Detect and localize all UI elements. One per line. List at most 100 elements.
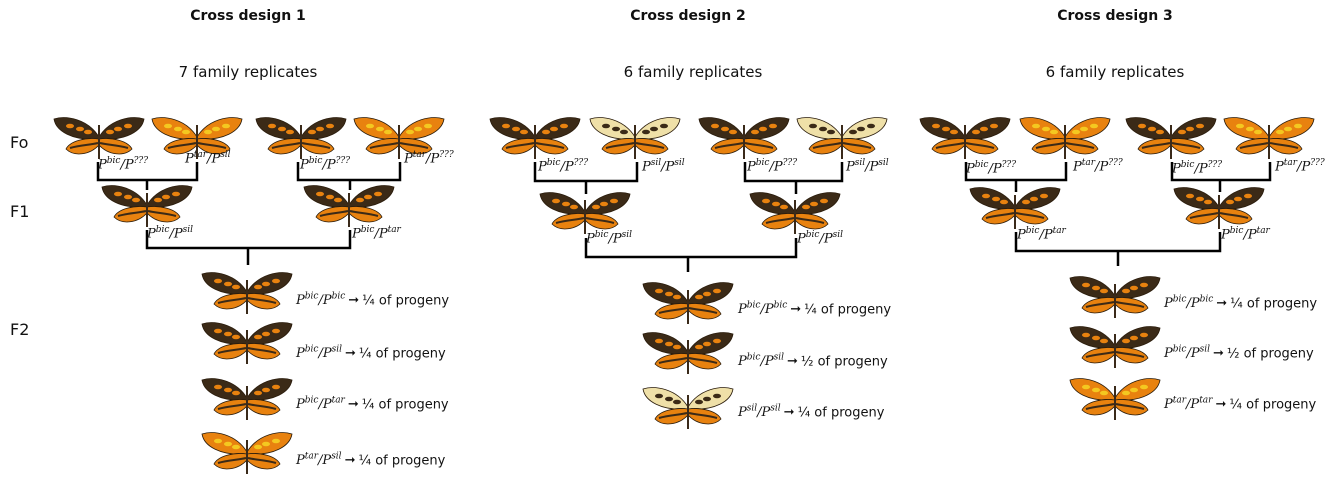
arrow-icon: ➞ xyxy=(348,293,360,309)
butterfly-21-svg xyxy=(1019,117,1111,159)
butterfly-16 xyxy=(748,190,842,240)
design-3-f1-genotype-1: Pbic/Ptar xyxy=(1017,226,1066,243)
design-2-f0-genotype-1: Pbic/P??? xyxy=(538,158,589,175)
butterfly-12 xyxy=(588,115,682,165)
butterfly-14-svg xyxy=(796,117,888,159)
design-3-f0-genotype-3: Pbic/P??? xyxy=(1172,160,1223,177)
butterfly-5 xyxy=(100,183,194,233)
butterfly-6 xyxy=(302,183,396,233)
butterfly-18 xyxy=(641,330,735,380)
butterfly-5-svg xyxy=(101,185,193,227)
butterfly-3-svg xyxy=(255,117,347,159)
design-3-replicates: 6 family replicates xyxy=(1045,63,1185,81)
butterfly-14 xyxy=(795,115,889,165)
design-3-f0-genotype-4: Ptar/P??? xyxy=(1275,158,1325,175)
butterfly-2 xyxy=(150,115,244,165)
butterfly-25-svg xyxy=(1173,187,1265,229)
design-1-f1-genotype-2: Pbic/Ptar xyxy=(352,225,401,242)
butterfly-23-svg xyxy=(1223,117,1315,159)
design-3-f2-ratio-2: Pbic/Psil➞½ of progeny xyxy=(1164,345,1314,362)
design-3-f2-ratio-1: Pbic/Pbic➞¼ of progeny xyxy=(1164,295,1318,312)
design-2-f1-genotype-2: Pbic/Psil xyxy=(797,230,843,247)
butterfly-17-svg xyxy=(642,282,734,324)
butterfly-28 xyxy=(1068,376,1162,426)
butterfly-24 xyxy=(968,185,1062,235)
butterfly-8 xyxy=(200,320,294,370)
butterfly-13-svg xyxy=(698,117,790,159)
butterfly-28-svg xyxy=(1069,378,1161,420)
butterfly-4 xyxy=(352,115,446,165)
butterfly-16-svg xyxy=(749,192,841,234)
design-2-replicates: 6 family replicates xyxy=(623,63,763,81)
design-1-f2-ratio-3: Pbic/Ptar➞¼ of progeny xyxy=(296,396,449,413)
generation-label-f1: F1 xyxy=(10,202,30,221)
design-1-replicates: 7 family replicates xyxy=(178,63,318,81)
butterfly-9 xyxy=(200,376,294,426)
butterfly-20-svg xyxy=(919,117,1011,159)
butterfly-13 xyxy=(697,115,791,165)
design-1-f0-genotype-4: Ptar/P??? xyxy=(404,150,454,167)
butterfly-25 xyxy=(1172,185,1266,235)
design-3-f2-ratio-3: Ptar/Ptar➞¼ of progeny xyxy=(1164,396,1317,413)
arrow-icon: ➞ xyxy=(1212,346,1224,362)
generation-label-f2: F2 xyxy=(10,320,30,339)
butterfly-26-svg xyxy=(1069,276,1161,318)
butterfly-22-svg xyxy=(1125,117,1217,159)
arrow-icon: ➞ xyxy=(786,354,798,370)
arrow-icon: ➞ xyxy=(347,397,359,413)
butterfly-1 xyxy=(52,115,146,165)
butterfly-10-svg xyxy=(201,432,293,474)
butterfly-15 xyxy=(538,190,632,240)
butterfly-6-svg xyxy=(303,185,395,227)
arrow-icon: ➞ xyxy=(783,405,795,421)
design-3-f0-genotype-2: Ptar/P??? xyxy=(1073,158,1123,175)
butterfly-23 xyxy=(1222,115,1316,165)
arrow-icon: ➞ xyxy=(344,453,356,469)
design-1-title: Cross design 1 xyxy=(190,8,306,24)
butterfly-9-svg xyxy=(201,378,293,420)
design-2-f0-genotype-3: Pbic/P??? xyxy=(747,158,798,175)
butterfly-2-svg xyxy=(151,117,243,159)
butterfly-17 xyxy=(641,280,735,330)
design-2-title: Cross design 2 xyxy=(630,8,746,24)
butterfly-3 xyxy=(254,115,348,165)
design-2-f0-genotype-2: Psil/Psil xyxy=(642,158,685,175)
arrow-icon: ➞ xyxy=(1216,296,1228,312)
butterfly-4-svg xyxy=(353,117,445,159)
butterfly-15-svg xyxy=(539,192,631,234)
butterfly-19-svg xyxy=(642,387,734,429)
design-2-f2-ratio-1: Pbic/Pbic➞¼ of progeny xyxy=(738,301,892,318)
design-1-f2-ratio-2: Pbic/Psil➞¼ of progeny xyxy=(296,345,446,362)
arrow-icon: ➞ xyxy=(1215,397,1227,413)
generation-label-f0: Fo xyxy=(10,133,29,152)
arrow-icon: ➞ xyxy=(344,346,356,362)
butterfly-12-svg xyxy=(589,117,681,159)
design-1-f0-genotype-1: Pbic/P??? xyxy=(98,156,149,173)
butterfly-7-svg xyxy=(201,272,293,314)
design-2-f2-ratio-2: Pbic/Psil➞½ of progeny xyxy=(738,353,888,370)
design-3-title: Cross design 3 xyxy=(1057,8,1173,24)
butterfly-21 xyxy=(1018,115,1112,165)
design-1-f2-ratio-4: Ptar/Psil➞¼ of progeny xyxy=(296,452,446,469)
butterfly-24-svg xyxy=(969,187,1061,229)
butterfly-20 xyxy=(918,115,1012,165)
design-1-f0-genotype-2: Ptar/Psil xyxy=(185,150,231,167)
butterfly-26 xyxy=(1068,274,1162,324)
butterfly-1-svg xyxy=(53,117,145,159)
butterfly-22 xyxy=(1124,115,1218,165)
design-2-f2-ratio-3: Psil/Psil➞¼ of progeny xyxy=(738,404,885,421)
butterfly-18-svg xyxy=(642,332,734,374)
butterfly-27 xyxy=(1068,324,1162,374)
design-1-f0-genotype-3: Pbic/P??? xyxy=(300,156,351,173)
design-1-f2-ratio-1: Pbic/Pbic➞¼ of progeny xyxy=(296,292,450,309)
butterfly-27-svg xyxy=(1069,326,1161,368)
butterfly-10 xyxy=(200,430,294,480)
design-2-f1-genotype-1: Pbic/Psil xyxy=(586,230,632,247)
arrow-icon: ➞ xyxy=(790,302,802,318)
butterfly-7 xyxy=(200,270,294,320)
butterfly-8-svg xyxy=(201,322,293,364)
design-3-f0-genotype-1: Pbic/P??? xyxy=(966,160,1017,177)
design-1-f1-genotype-1: Pbic/Psil xyxy=(147,225,193,242)
butterfly-19 xyxy=(641,385,735,435)
